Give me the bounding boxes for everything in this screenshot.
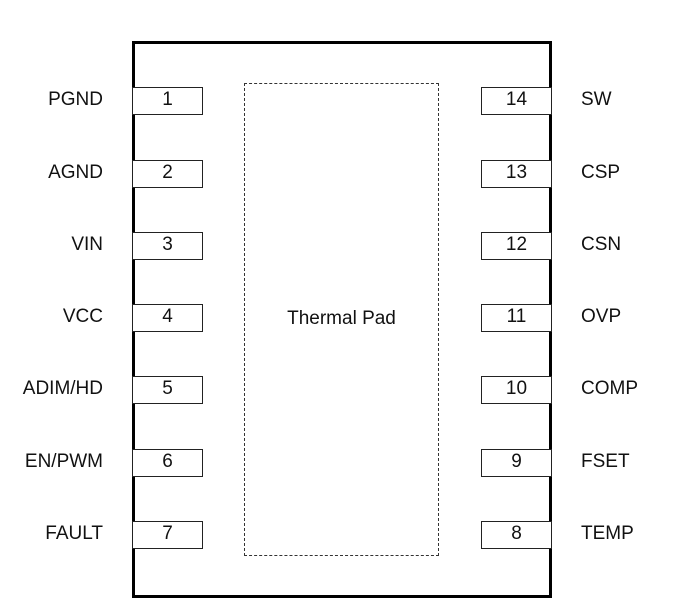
- pin-left-number: 7: [132, 521, 203, 549]
- pin-right-number: 13: [481, 160, 552, 188]
- pin-left-number: 4: [132, 304, 203, 332]
- pin-left-number: 1: [132, 87, 203, 115]
- pin-left-number: 3: [132, 232, 203, 260]
- pin-right-number: 14: [481, 87, 552, 115]
- pin-right-name: FSET: [581, 451, 630, 472]
- pin-left-name: PGND: [48, 89, 103, 110]
- pin-left-name: FAULT: [45, 523, 103, 544]
- thermal-pad-label: Thermal Pad: [287, 308, 396, 329]
- pin-right-number: 11: [481, 304, 552, 332]
- pin-left-name: AGND: [48, 162, 103, 183]
- pin-right-name: SW: [581, 89, 612, 110]
- pin-right-name: COMP: [581, 378, 638, 399]
- pin-right-number: 9: [481, 449, 552, 477]
- pin-left-number: 5: [132, 376, 203, 404]
- pin-right-number: 10: [481, 376, 552, 404]
- pin-left-number: 6: [132, 449, 203, 477]
- pin-right-name: CSN: [581, 234, 622, 255]
- pin-right-name: CSP: [581, 162, 621, 183]
- pin-left-name: EN/PWM: [24, 451, 103, 472]
- pin-left-name: ADIM/HD: [22, 378, 103, 399]
- thermal-pad: [244, 83, 439, 556]
- pin-right-number: 12: [481, 232, 552, 260]
- pin-right-name: OVP: [581, 306, 622, 327]
- pin-left-name: VIN: [71, 234, 103, 255]
- pin-left-name: VCC: [62, 306, 103, 327]
- pin-right-name: TEMP: [581, 523, 634, 544]
- pin-left-number: 2: [132, 160, 203, 188]
- pin-right-number: 8: [481, 521, 552, 549]
